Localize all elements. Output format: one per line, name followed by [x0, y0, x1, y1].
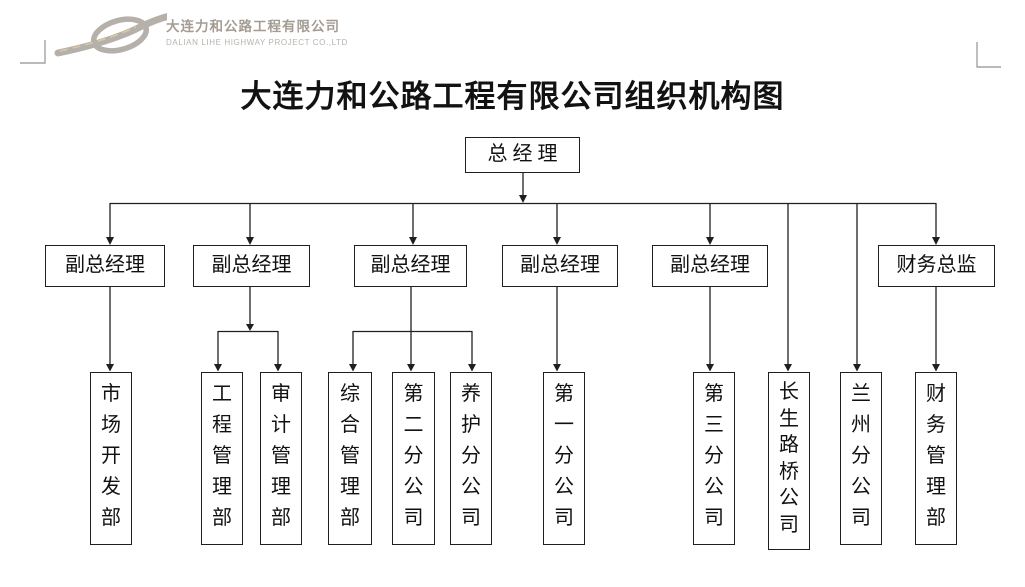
- org-node-market-development-dept: 市场开发部: [90, 372, 132, 545]
- arrowhead: [706, 237, 714, 245]
- page-corner-mark-top-right: [976, 42, 1001, 68]
- logo-text-block: 大连力和公路工程有限公司 DALIAN LIHE HIGHWAY PROJECT…: [166, 15, 356, 47]
- org-node-first-branch: 第一分公司: [543, 372, 585, 545]
- org-node-audit-mgmt-dept: 审计管理部: [260, 372, 302, 545]
- arrowhead: [784, 364, 792, 372]
- arrowhead: [853, 364, 861, 372]
- org-node-deputy-gm-5: 副总经理: [652, 245, 768, 287]
- arrowhead: [407, 364, 415, 372]
- arrowhead: [349, 364, 357, 372]
- arrowhead: [214, 364, 222, 372]
- org-node-deputy-gm-1: 副总经理: [45, 245, 165, 287]
- logo-road-swoosh-icon: [54, 12, 174, 57]
- org-node-general-mgmt-dept: 综合管理部: [328, 372, 372, 545]
- org-node-deputy-gm-3: 副总经理: [354, 245, 467, 287]
- org-node-deputy-gm-2: 副总经理: [193, 245, 310, 287]
- org-node-lanzhou-branch: 兰州分公司: [840, 372, 882, 545]
- arrowhead: [246, 324, 254, 331]
- org-node-maintenance-branch: 养护分公司: [450, 372, 492, 545]
- org-node-changsheng-road-bridge-company: 长生路桥公司: [768, 372, 810, 550]
- arrowhead: [932, 364, 940, 372]
- arrowhead: [468, 364, 476, 372]
- arrowhead: [246, 237, 254, 245]
- page-corner-mark-top-left: [20, 40, 46, 64]
- arrowhead: [519, 195, 527, 203]
- logo-company-name-cn: 大连力和公路工程有限公司: [166, 19, 340, 34]
- arrowhead: [106, 364, 114, 372]
- logo-company-name-en: DALIAN LIHE HIGHWAY PROJECT CO.,LTD: [166, 38, 348, 47]
- company-logo: 大连力和公路工程有限公司 DALIAN LIHE HIGHWAY PROJECT…: [52, 6, 352, 60]
- chart-title: 大连力和公路工程有限公司组织机构图: [240, 79, 785, 114]
- org-node-deputy-gm-4: 副总经理: [502, 245, 618, 287]
- arrowhead: [409, 237, 417, 245]
- org-node-second-branch: 第二分公司: [392, 372, 435, 545]
- arrowhead: [553, 364, 561, 372]
- org-node-engineering-mgmt-dept: 工程管理部: [201, 372, 243, 545]
- arrowhead: [106, 237, 114, 245]
- org-node-finance-mgmt-dept: 财务管理部: [915, 372, 957, 545]
- arrowhead: [553, 237, 561, 245]
- org-node-third-branch: 第三分公司: [693, 372, 735, 545]
- org-node-general-manager: 总 经 理: [465, 137, 580, 173]
- arrowhead: [706, 364, 714, 372]
- arrowhead: [932, 237, 940, 245]
- org-node-finance-director: 财务总监: [878, 245, 995, 287]
- arrowhead: [274, 364, 282, 372]
